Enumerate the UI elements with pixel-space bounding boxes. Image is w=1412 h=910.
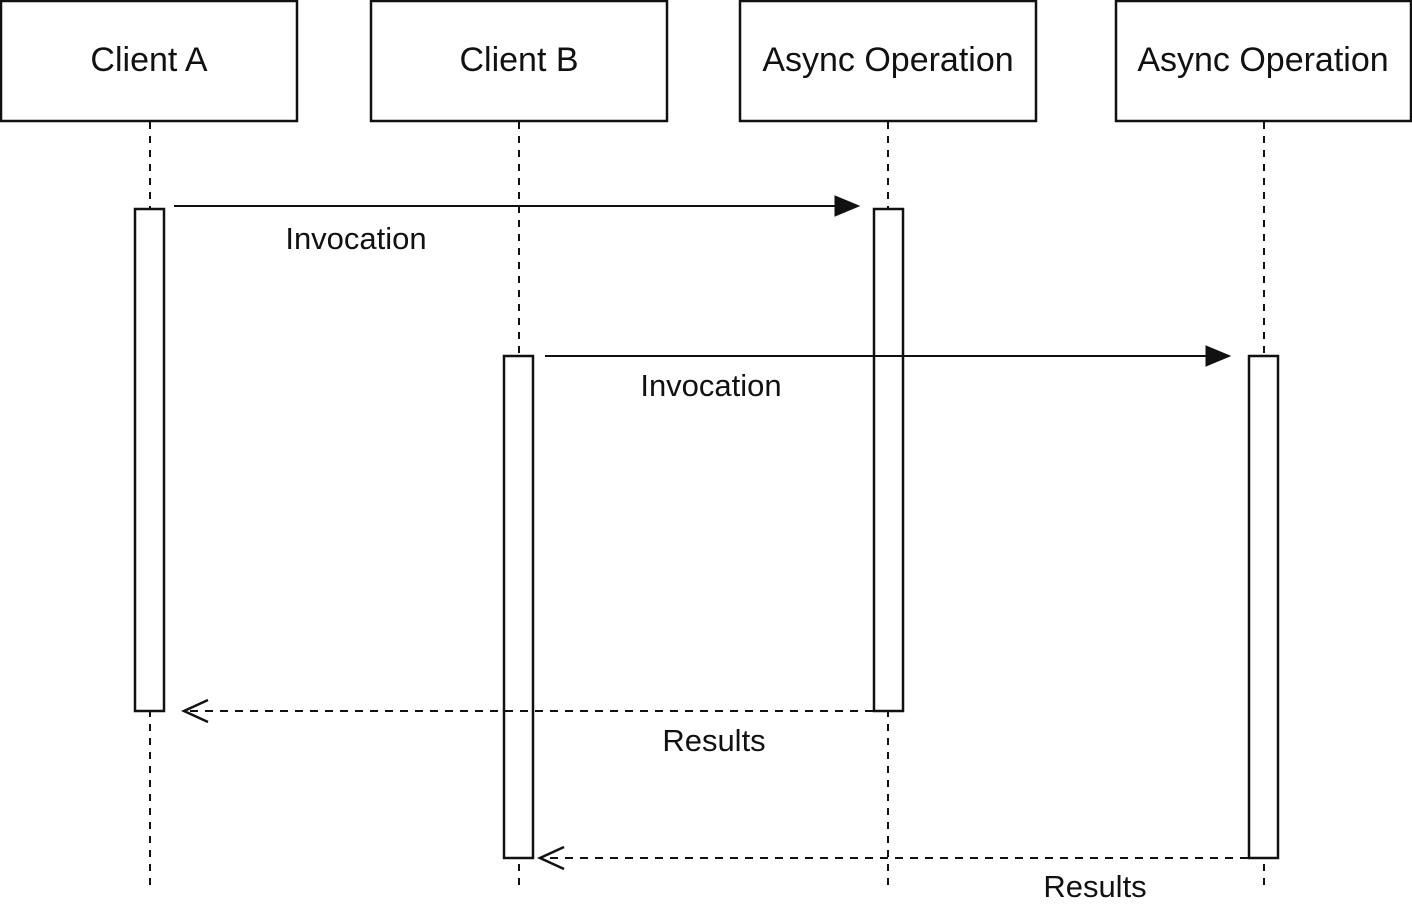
participant-async-operation-1: Async Operation — [738, 0, 1038, 123]
message-results-1: Results — [180, 698, 873, 758]
open-arrow-head-icon — [536, 845, 565, 871]
participant-label: Async Operation — [1137, 41, 1388, 79]
activation-client-b — [502, 354, 535, 860]
participant-box — [369, 0, 669, 123]
participant-client-a: Client A — [0, 0, 299, 123]
arrow-head-icon — [834, 195, 861, 217]
message-invocation-1: Invocation — [174, 195, 861, 256]
participant-async-operation-2: Async Operation — [1114, 0, 1412, 123]
participant-box — [0, 0, 299, 123]
participant-box — [1114, 0, 1412, 123]
message-label: Results — [662, 723, 765, 758]
participant-label: Async Operation — [762, 41, 1013, 79]
arrow-head-icon — [1205, 345, 1232, 367]
message-label: Invocation — [640, 368, 781, 403]
participant-box — [738, 0, 1038, 123]
message-label: Results — [1043, 869, 1146, 904]
message-results-2: Results — [536, 845, 1248, 904]
message-label: Invocation — [285, 221, 426, 256]
participant-label: Client B — [459, 41, 578, 79]
open-arrow-head-icon — [180, 698, 209, 724]
participant-client-b: Client B — [369, 0, 669, 123]
message-invocation-2: Invocation — [545, 345, 1232, 403]
participant-label: Client A — [90, 41, 207, 79]
activation-async-operation-1 — [872, 207, 905, 713]
activation-client-a — [133, 207, 166, 713]
activation-async-operation-2 — [1247, 354, 1280, 860]
